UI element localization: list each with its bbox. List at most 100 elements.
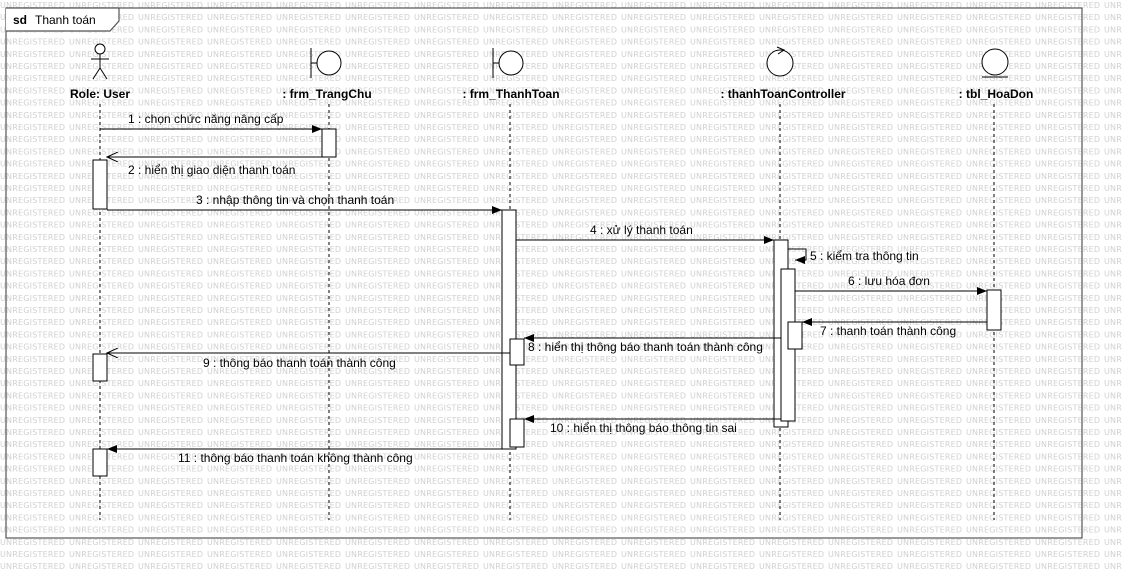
watermark-text: UNREGISTERED xyxy=(1035,13,1100,22)
watermark-text: UNREGISTERED xyxy=(69,135,134,144)
message-label-8: 8 : hiển thị thông báo thanh toán thành … xyxy=(528,340,763,354)
lifeline-label-user: Role: User xyxy=(70,87,130,101)
watermark-text: UNREGISTERED xyxy=(207,184,272,193)
watermark-text: UNREGISTERED xyxy=(759,99,824,108)
watermark-text: UNREGISTERED xyxy=(0,50,65,59)
watermark-text: UNREGISTERED xyxy=(0,379,65,388)
watermark-text: UNREGISTERED xyxy=(345,440,410,449)
watermark-text: UNREGISTERED xyxy=(690,135,755,144)
lifeline-user[interactable]: Role: User xyxy=(70,43,130,520)
watermark-text: UNREGISTERED xyxy=(828,184,893,193)
watermark-text: UNREGISTERED xyxy=(621,25,686,34)
watermark-text: UNREGISTERED xyxy=(1035,282,1100,291)
watermark-text: UNREGISTERED xyxy=(690,428,755,437)
watermark-text: UNREGISTERED xyxy=(276,282,341,291)
watermark-text: UNREGISTERED xyxy=(552,160,617,169)
watermark-text: UNREGISTERED xyxy=(138,526,203,535)
lifeline-trangchu[interactable]: : frm_TrangChu xyxy=(282,48,372,520)
watermark-text: UNREGISTERED xyxy=(276,123,341,132)
watermark-text: UNREGISTERED xyxy=(483,196,548,205)
watermark-text: UNREGISTERED xyxy=(0,294,65,303)
watermark-text: UNREGISTERED xyxy=(345,62,410,71)
watermark-text: UNREGISTERED xyxy=(138,562,203,571)
watermark-text: UNREGISTERED xyxy=(621,62,686,71)
watermark-text: UNREGISTERED xyxy=(621,294,686,303)
watermark-text: UNREGISTERED xyxy=(897,62,962,71)
watermark-text: UNREGISTERED xyxy=(621,379,686,388)
watermark-text: UNREGISTERED xyxy=(69,526,134,535)
watermark-text: UNREGISTERED xyxy=(759,38,824,47)
watermark-text: UNREGISTERED xyxy=(828,477,893,486)
watermark-text: UNREGISTERED xyxy=(966,404,1031,413)
watermark-text: UNREGISTERED xyxy=(759,135,824,144)
watermark-text: UNREGISTERED xyxy=(897,367,962,376)
watermark-text: UNREGISTERED xyxy=(414,391,479,400)
watermark-text: UNREGISTERED xyxy=(621,184,686,193)
watermark-text: UNREGISTERED xyxy=(138,343,203,352)
watermark-text: UNREGISTERED xyxy=(828,428,893,437)
watermark-text: UNREGISTERED xyxy=(828,367,893,376)
watermark-text: UNREGISTERED xyxy=(966,123,1031,132)
watermark-text: UNREGISTERED xyxy=(207,208,272,217)
message-label-6: 6 : lưu hóa đơn xyxy=(848,274,930,288)
watermark-text: UNREGISTERED xyxy=(552,208,617,217)
watermark-text: UNREGISTERED xyxy=(552,38,617,47)
watermark-text: UNREGISTERED xyxy=(1035,208,1100,217)
lifeline-thanhtoan[interactable]: : frm_ThanhToan xyxy=(462,48,560,520)
watermark-text: UNREGISTERED xyxy=(828,233,893,242)
watermark-text: UNREGISTERED xyxy=(138,367,203,376)
watermark-text: UNREGISTERED xyxy=(414,184,479,193)
watermark-text: UNREGISTERED xyxy=(414,269,479,278)
watermark-text: UNREGISTERED xyxy=(897,379,962,388)
message-arrow-5[interactable] xyxy=(788,248,807,264)
watermark-text: UNREGISTERED xyxy=(966,550,1031,559)
watermark-text: UNREGISTERED xyxy=(207,465,272,474)
watermark-text: UNREGISTERED xyxy=(966,440,1031,449)
lifeline-hoadon[interactable]: : tbl_HoaDon xyxy=(959,48,1034,520)
watermark-text: UNREGISTERED xyxy=(690,526,755,535)
watermark-text: UNREGISTERED xyxy=(897,562,962,571)
watermark-text: UNREGISTERED xyxy=(138,184,203,193)
watermark-text: UNREGISTERED xyxy=(0,208,65,217)
watermark-text: UNREGISTERED xyxy=(1035,233,1100,242)
watermark-text: UNREGISTERED xyxy=(966,160,1031,169)
watermark-text: UNREGISTERED xyxy=(552,489,617,498)
watermark-text: UNREGISTERED xyxy=(897,50,962,59)
watermark-text: UNREGISTERED xyxy=(138,245,203,254)
watermark-text: UNREGISTERED xyxy=(207,513,272,522)
watermark-text: UNREGISTERED xyxy=(483,562,548,571)
watermark-text: UNREGISTERED xyxy=(0,452,65,461)
watermark-text: UNREGISTERED xyxy=(897,355,962,364)
watermark-text: UNREGISTERED xyxy=(345,111,410,120)
watermark-text: UNREGISTERED xyxy=(414,86,479,95)
watermark-text: UNREGISTERED xyxy=(828,526,893,535)
watermark-text: UNREGISTERED xyxy=(69,416,134,425)
watermark-text: UNREGISTERED xyxy=(897,477,962,486)
watermark-text: UNREGISTERED xyxy=(0,282,65,291)
lifeline-controller[interactable]: : thanhToanController xyxy=(720,46,846,520)
watermark-text: UNREGISTERED xyxy=(0,160,65,169)
watermark-text: UNREGISTERED xyxy=(759,50,824,59)
watermark-text: UNREGISTERED xyxy=(345,184,410,193)
watermark-text: UNREGISTERED xyxy=(138,123,203,132)
watermark-text: UNREGISTERED xyxy=(621,38,686,47)
watermark-text: UNREGISTERED xyxy=(345,147,410,156)
watermark-text: UNREGISTERED xyxy=(69,38,134,47)
watermark-text: UNREGISTERED xyxy=(690,343,755,352)
watermark-text: UNREGISTERED xyxy=(759,1,824,10)
watermark-text: UNREGISTERED xyxy=(1104,318,1122,327)
watermark-text: UNREGISTERED xyxy=(552,111,617,120)
watermark-text: UNREGISTERED xyxy=(0,147,65,156)
watermark-text: UNREGISTERED xyxy=(483,489,548,498)
watermark-text: UNREGISTERED xyxy=(828,440,893,449)
watermark-text: UNREGISTERED xyxy=(69,306,134,315)
watermark-text: UNREGISTERED xyxy=(345,135,410,144)
watermark-text: UNREGISTERED xyxy=(276,62,341,71)
watermark-text: UNREGISTERED xyxy=(897,404,962,413)
watermark-text: UNREGISTERED xyxy=(1104,367,1122,376)
watermark-text: UNREGISTERED xyxy=(690,318,755,327)
watermark-text: UNREGISTERED xyxy=(414,355,479,364)
watermark-text: UNREGISTERED xyxy=(759,550,824,559)
watermark-text: UNREGISTERED xyxy=(828,269,893,278)
watermark-text: UNREGISTERED xyxy=(897,465,962,474)
